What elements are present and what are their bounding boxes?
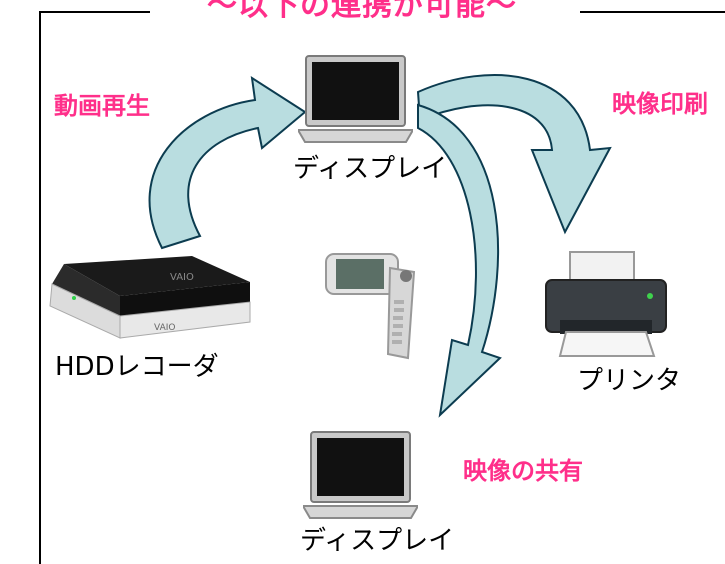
svg-text:VAIO: VAIO <box>154 323 175 333</box>
printer <box>542 250 672 360</box>
playback-arrow <box>148 75 307 250</box>
diagram-title: 〜以下の連携が可能〜 <box>172 0 552 24</box>
print-arrow <box>416 74 612 235</box>
share-label: 映像の共有 <box>463 457 583 485</box>
playback-label: 動画再生 <box>54 92 150 120</box>
laptop-icon <box>303 431 418 519</box>
laptop-icon <box>298 55 413 143</box>
print-label: 映像印刷 <box>612 90 708 118</box>
recorder-icon: VAIO VAIO <box>49 256 251 339</box>
recorder-label: HDDレコーダ <box>55 352 219 382</box>
display-top-label: ディスプレイ <box>293 154 448 184</box>
display-top <box>298 54 413 144</box>
printer-label: プリンタ <box>577 366 682 396</box>
svg-text:VAIO: VAIO <box>170 272 194 283</box>
share-arrow <box>417 103 502 418</box>
printer-icon <box>545 251 667 357</box>
hdd-recorder: VAIO VAIO <box>42 254 257 344</box>
display-bottom-label: ディスプレイ <box>300 526 455 556</box>
display-bottom <box>303 430 418 520</box>
mobile-phone <box>322 250 422 360</box>
phone-icon <box>325 253 416 360</box>
